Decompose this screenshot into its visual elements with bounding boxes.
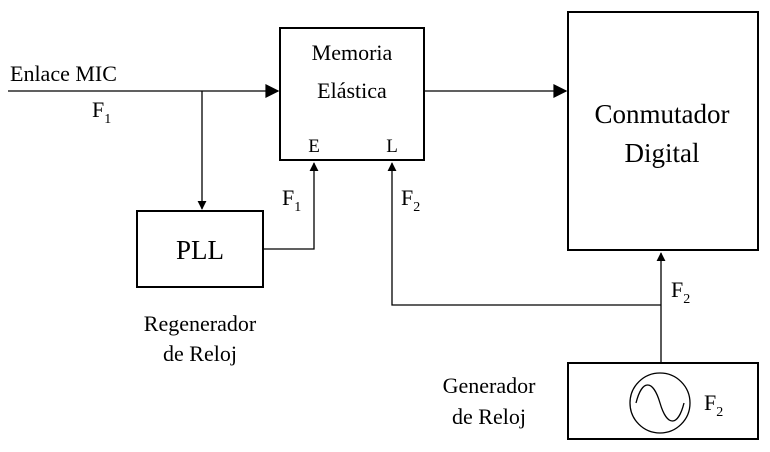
generator-to-read-port-line: [387, 162, 661, 306]
generator-caption-line1: Generador: [443, 373, 537, 398]
switch-freq-label: F2: [671, 277, 690, 307]
memory-title-line1: Memoria: [312, 40, 393, 65]
pll-label: PLL: [176, 235, 224, 265]
oscillator-icon: [629, 372, 691, 434]
memory-title-line2: Elástica: [317, 78, 387, 103]
read-port-freq-label: F2: [401, 185, 420, 215]
input-freq-label: F1: [92, 97, 111, 127]
pll-caption-line1: Regenerador: [144, 311, 257, 336]
pll-block: [136, 210, 264, 288]
switch-title-line2: Digital: [625, 138, 700, 168]
pll-to-write-port-line: [263, 162, 319, 250]
memory-write-port-label: E: [308, 136, 320, 157]
generator-freq-label: F2: [704, 390, 723, 420]
pll-output-freq-label: F1: [282, 185, 301, 215]
memory-read-port-label: L: [386, 136, 398, 157]
generator-caption-line2: de Reloj: [452, 404, 526, 429]
switch-title-line1: Conmutador: [595, 99, 730, 129]
digital-switch-block: [567, 11, 759, 251]
elastic-memory-block: [279, 27, 425, 161]
pll-caption-line2: de Reloj: [163, 341, 237, 366]
input-link-label: Enlace MIC: [10, 61, 117, 86]
